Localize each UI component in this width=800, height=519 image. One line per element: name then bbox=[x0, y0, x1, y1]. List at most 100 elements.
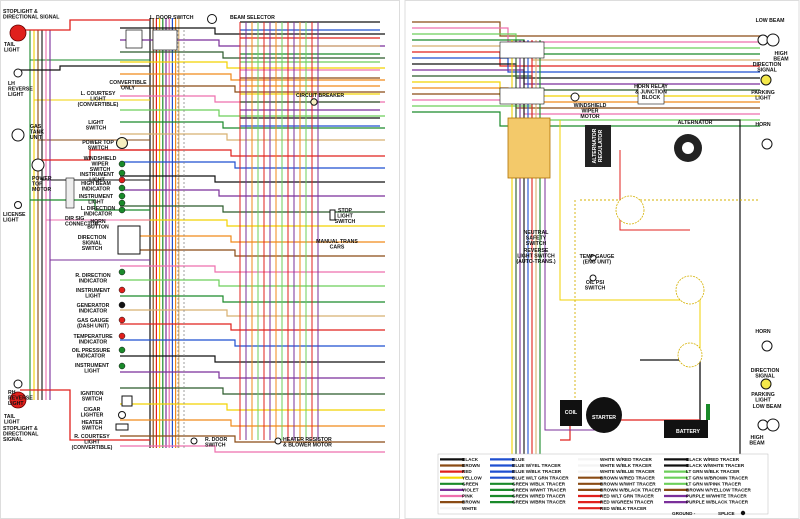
parking-light-top-lamp bbox=[760, 74, 772, 86]
tail-light-top-lamp bbox=[9, 24, 27, 42]
wire bbox=[412, 21, 760, 37]
legend-entry: WHITE W/RED TRACER bbox=[600, 457, 652, 462]
cigar-lighter-symbol bbox=[118, 411, 126, 419]
legend-entry: RED W/LT GRN TRACER bbox=[600, 494, 654, 499]
legend-entry: BLUE W/LT GRN TRACER bbox=[512, 475, 569, 480]
heater-switch-body bbox=[115, 423, 129, 431]
indicator-bulb bbox=[118, 286, 126, 294]
connector-block-top bbox=[499, 41, 545, 59]
wire bbox=[120, 435, 385, 443]
horn-bottom-symbol bbox=[761, 340, 773, 352]
wire bbox=[40, 149, 150, 161]
legend-entry: RED bbox=[462, 469, 472, 474]
label-beam-selector: BEAM SELECTOR bbox=[230, 15, 275, 21]
label-coil: COIL bbox=[565, 410, 578, 416]
splice-legend: SPLICE bbox=[718, 511, 735, 516]
right-components bbox=[499, 33, 780, 438]
legend-entry: BROWN bbox=[462, 500, 481, 505]
legend-entry: PINK bbox=[462, 494, 474, 499]
wire bbox=[120, 339, 385, 347]
label-stoplight-top: STOPLIGHT &DIRECTIONAL SIGNAL bbox=[3, 9, 60, 21]
legend-entry: RED W/GREEN TRACER bbox=[600, 500, 654, 505]
legend-entry: GREEN W/RED TRACER bbox=[512, 494, 566, 499]
wire bbox=[20, 65, 150, 71]
parking-light-bottom-lamp bbox=[760, 378, 772, 390]
legend-entry: GREEN W/BRN TRACER bbox=[512, 500, 566, 505]
legend-entry: PURPLE W/BLACK TRACER bbox=[686, 500, 749, 505]
wire bbox=[120, 133, 385, 141]
temp-gauge-unit bbox=[589, 254, 597, 262]
legend-entry: GREEN W/BLK TRACER bbox=[512, 481, 566, 486]
wire bbox=[412, 57, 760, 73]
left-components bbox=[9, 14, 336, 445]
ignition-switch-box bbox=[152, 29, 178, 51]
wire bbox=[120, 295, 385, 303]
direction-signal-switch-body bbox=[117, 225, 141, 255]
wire bbox=[120, 51, 385, 59]
coil-body bbox=[560, 400, 582, 426]
legend-entry: BROWN W/BLACK TRACER bbox=[600, 488, 662, 493]
legend-entry: LT GRN W/PINK TRACER bbox=[686, 481, 742, 486]
circuit-breaker-symbol bbox=[310, 98, 318, 106]
connector-block-mid bbox=[499, 87, 545, 105]
legend-entry: BROWN W/RED TRACER bbox=[600, 475, 656, 480]
label-battery: BATTERY bbox=[676, 429, 700, 435]
legend-entry: BLACK W/RED TRACER bbox=[686, 457, 740, 462]
color-legend: BLACKBROWNREDYELLOWGREENVIOLETPINKBROWNW… bbox=[437, 453, 769, 516]
wire bbox=[120, 205, 385, 213]
legend-entry: RED W/BLK TRACER bbox=[600, 506, 647, 511]
wire bbox=[120, 27, 385, 35]
label-low-beam-bottom: LOW BEAM bbox=[753, 404, 782, 410]
wire bbox=[20, 389, 150, 441]
legend-entry: PURPLE W/WHITE TRACER bbox=[686, 494, 747, 499]
indicator-bulb bbox=[118, 332, 126, 340]
label-l-door-switch: L. DOOR SWITCH bbox=[150, 15, 194, 21]
wire bbox=[120, 249, 385, 257]
legend-entry: BLUE W/YEL TRACER bbox=[512, 463, 561, 468]
label-heater-resistor: HEATER RESISTOR& BLOWER MOTOR bbox=[283, 437, 332, 449]
label-starter: STARTER bbox=[592, 415, 616, 421]
indicator-bulb bbox=[118, 199, 126, 207]
left-harness bbox=[20, 18, 385, 453]
horn-top-symbol bbox=[761, 138, 773, 150]
legend-entry: BLUE bbox=[512, 457, 525, 462]
alternator-hub bbox=[682, 142, 694, 154]
legend-entry: GREEN W/WHT TRACER bbox=[512, 488, 567, 493]
legend-entry: LT GRN W/BLK TRACER bbox=[686, 469, 740, 474]
label-alternator: ALTERNATOR bbox=[678, 120, 713, 126]
label-circuit-breaker: CIRCUIT BREAKER bbox=[296, 93, 344, 99]
label-alternator-regulator: ALTERNATORREGULATOR bbox=[592, 128, 604, 163]
legend-entry: LT GRN W/BROWN TRACER bbox=[686, 475, 749, 480]
